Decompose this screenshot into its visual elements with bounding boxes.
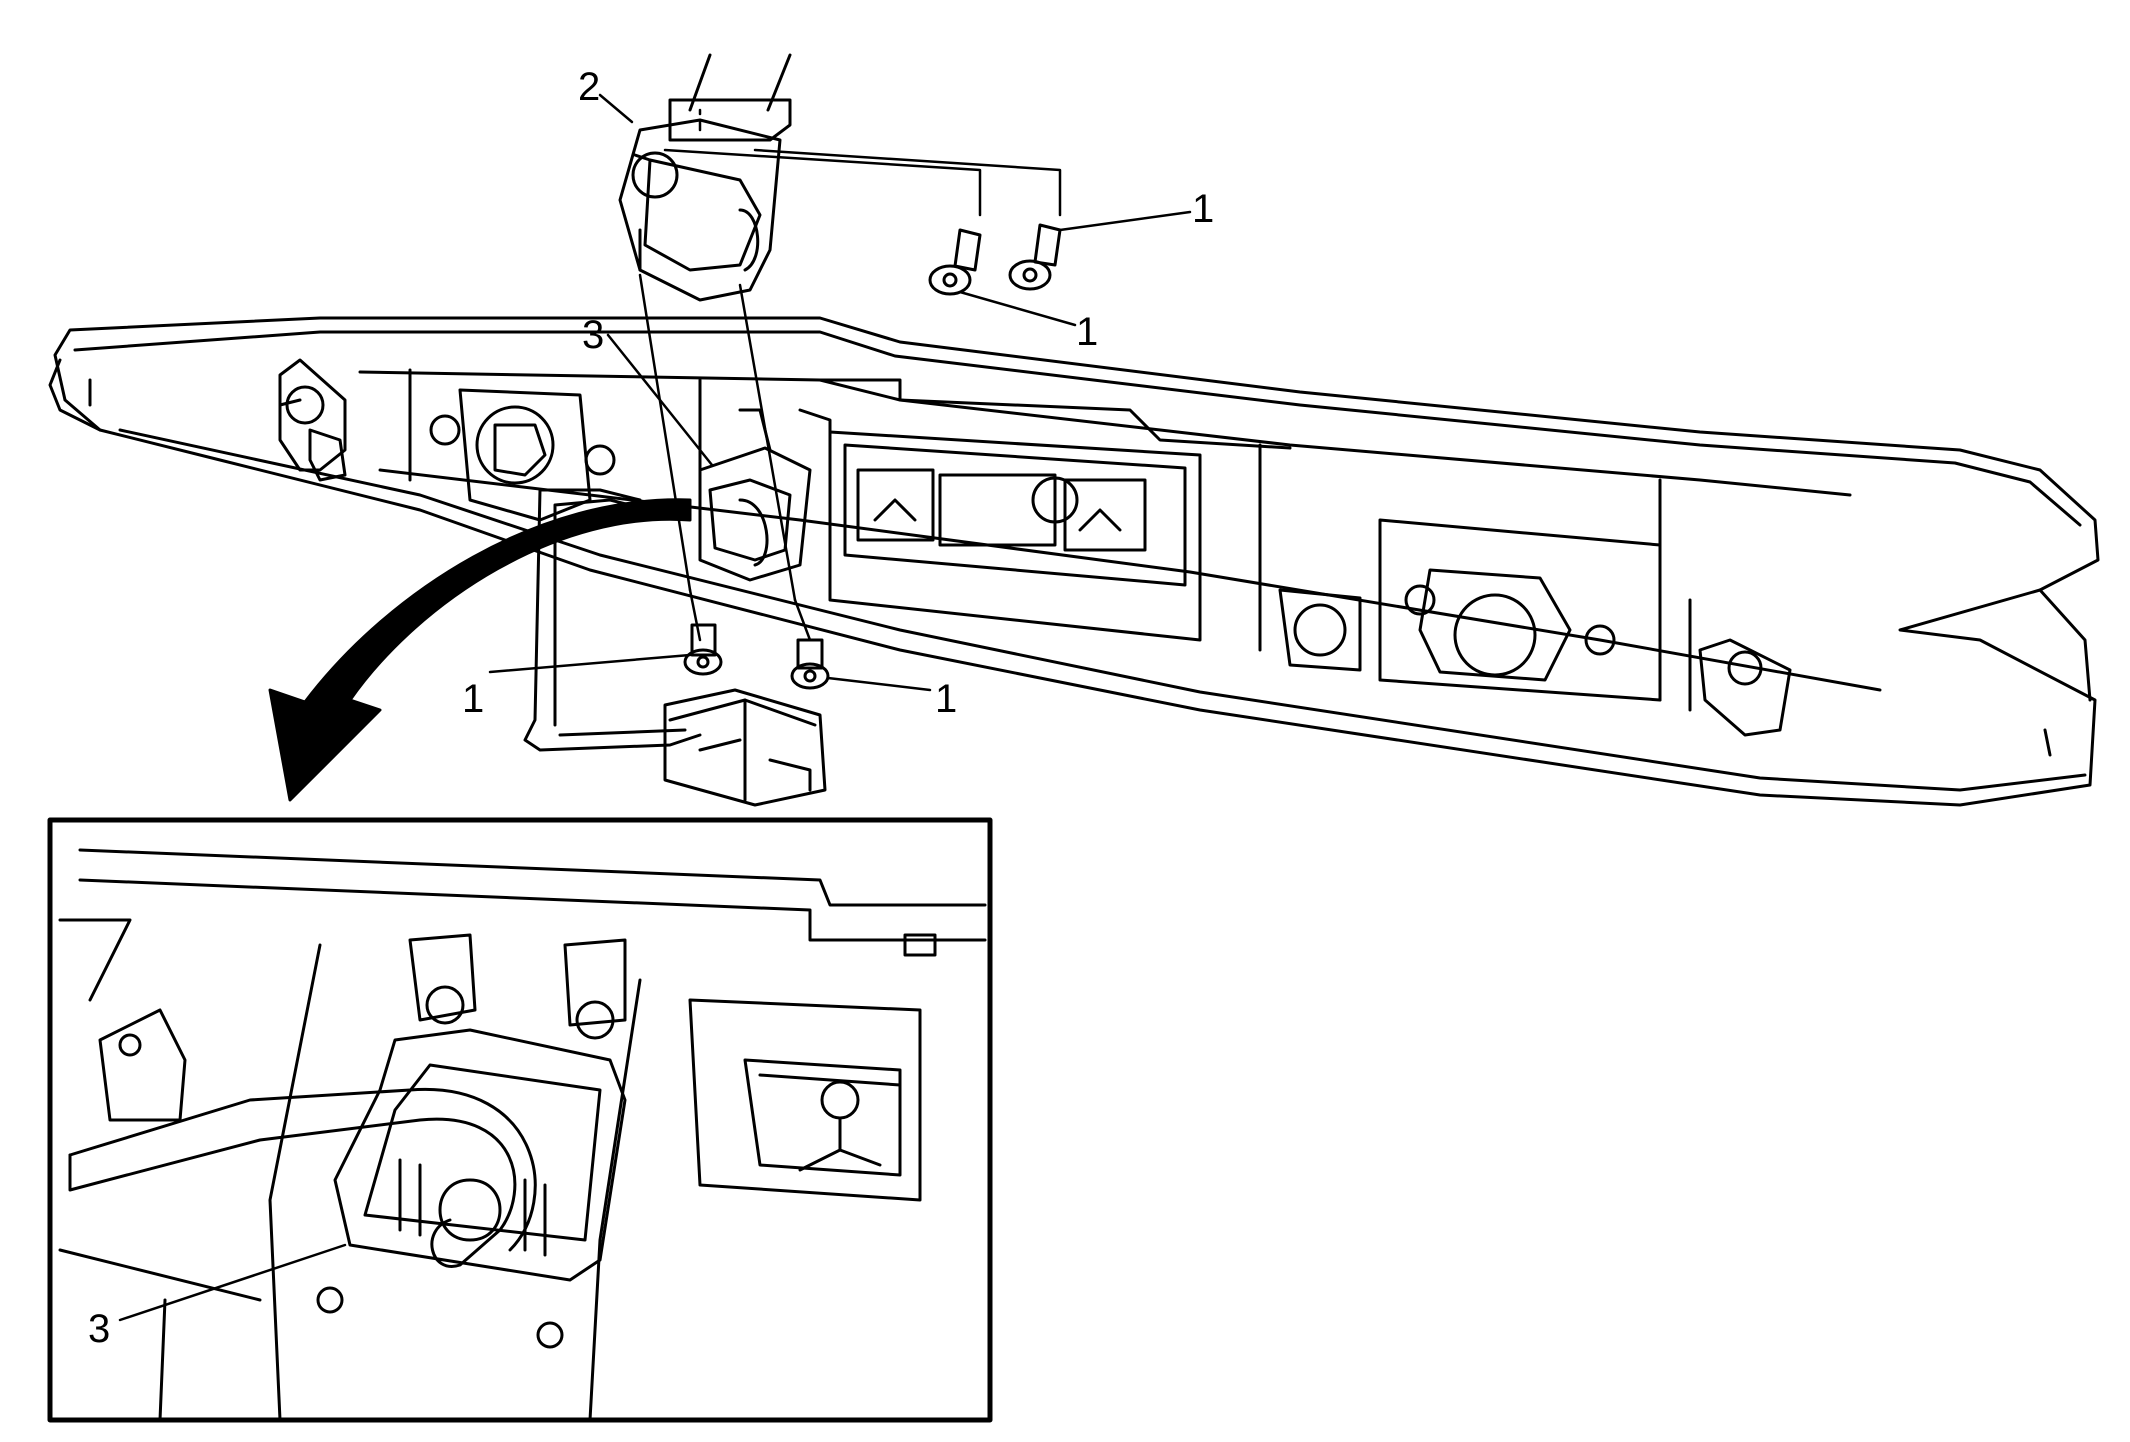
callout-screw-lower-right: 1	[935, 677, 957, 721]
screw-upper-right	[1008, 223, 1062, 291]
callout-latch-detail: 3	[88, 1307, 110, 1351]
callout-bracket: 2	[578, 65, 600, 109]
left-stud-boss	[278, 358, 347, 482]
right-lamp-socket	[1278, 518, 1662, 702]
callout-screw-lower-left: 1	[462, 677, 484, 721]
latch-main	[698, 408, 832, 582]
screw-lower-left	[683, 623, 723, 676]
bracket	[618, 53, 792, 302]
detail-arrow	[268, 498, 692, 802]
callout-latch-main: 3	[582, 313, 604, 357]
right-stud-boss	[1698, 638, 1792, 737]
electrical-connector	[663, 688, 827, 807]
alignment-lines	[638, 108, 1062, 642]
callout-screw-upper-right: 1	[1192, 187, 1214, 231]
leader-lines	[118, 93, 1192, 1322]
left-lamp-socket	[429, 388, 616, 522]
detail-inset	[47, 817, 993, 1423]
callout-screw-upper-left: 1	[1076, 310, 1098, 354]
screw-lower-right	[790, 638, 830, 690]
screw-upper-left	[928, 228, 982, 296]
